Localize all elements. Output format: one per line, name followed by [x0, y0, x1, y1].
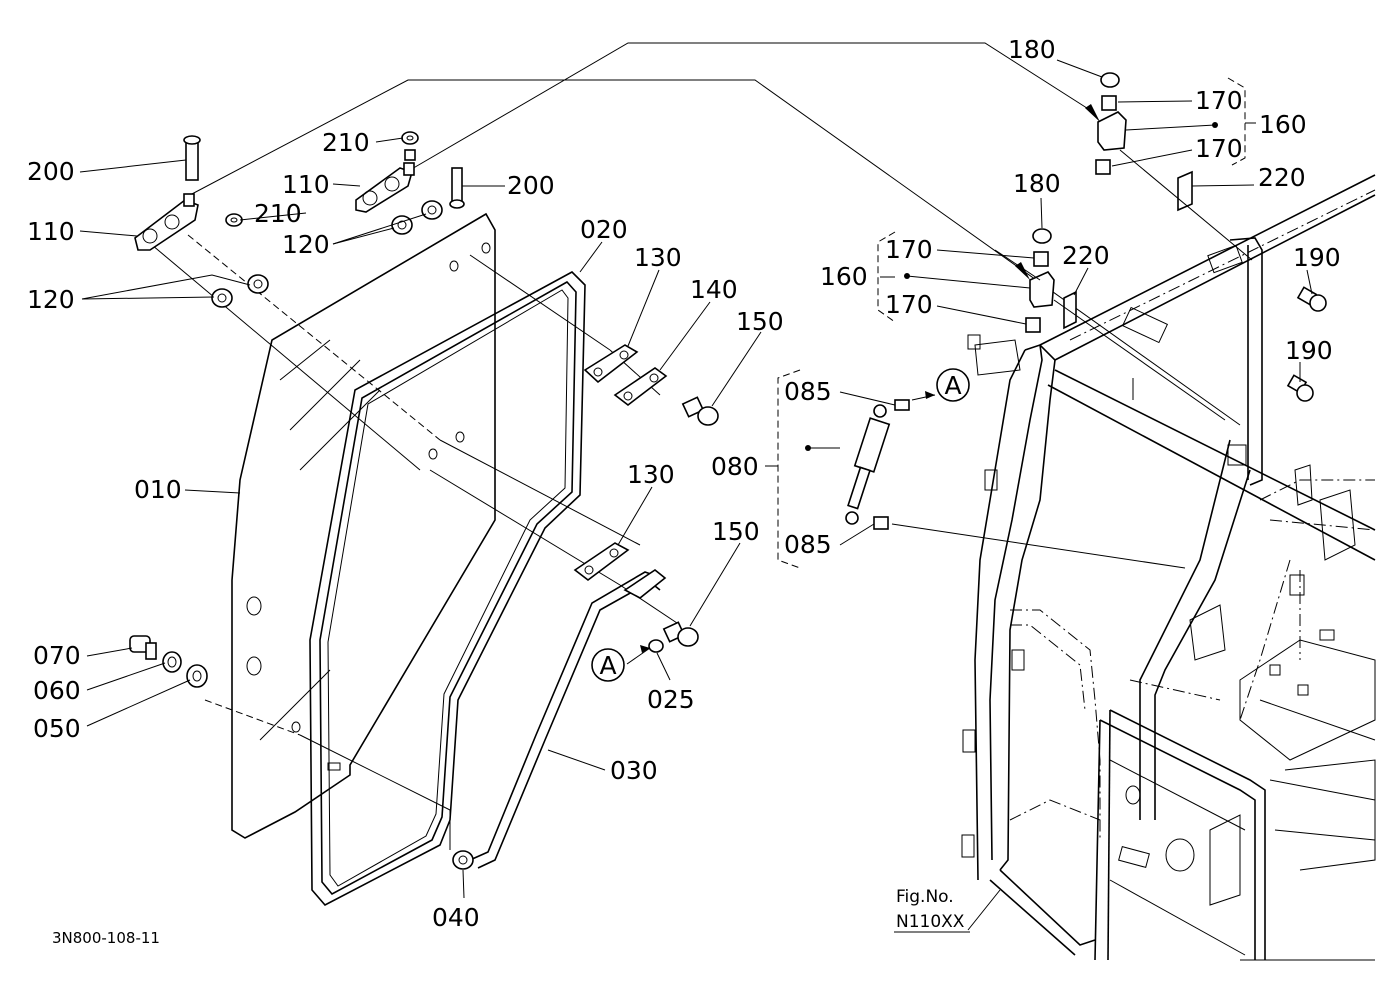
hinge-bracket-160-upper	[1095, 72, 1246, 175]
callout-210-left: 210	[254, 199, 302, 228]
callout-080: 080	[711, 452, 759, 481]
plate-220	[1063, 170, 1193, 330]
assembly-dots	[805, 122, 1218, 451]
callout-180-lower: 180	[1013, 169, 1061, 198]
callout-070: 070	[33, 641, 81, 670]
plate-130-lower	[573, 542, 630, 582]
hinge-right	[355, 162, 415, 213]
pin-right	[449, 167, 465, 209]
callout-190-upper: 190	[1293, 243, 1341, 272]
bolt-150-upper	[681, 396, 719, 426]
callout-030: 030	[610, 756, 658, 785]
plate-130-upper	[583, 344, 639, 384]
callout-170-a: 170	[1195, 86, 1243, 115]
callout-210-right: 210	[322, 128, 370, 157]
bushing-050	[186, 664, 208, 688]
ref-circle-a-bottom: A	[591, 648, 625, 682]
cab-frame	[961, 174, 1376, 961]
callout-190-lower: 190	[1285, 336, 1333, 365]
ref-circle-a-top: A	[936, 368, 970, 402]
callout-140: 140	[690, 275, 738, 304]
nut-right	[401, 131, 419, 161]
callout-150-upper: 150	[736, 307, 784, 336]
callout-120-right: 120	[282, 230, 330, 259]
figure-caption: Fig.No.	[896, 887, 954, 907]
callout-160-upper: 160	[1259, 110, 1307, 139]
gas-strut-080	[777, 369, 910, 569]
callout-170-c: 170	[885, 235, 933, 264]
callout-040: 040	[432, 903, 480, 932]
figure-number-block: Fig.No. N110XX	[894, 887, 970, 933]
hinge-bracket-160-lower	[877, 228, 1055, 333]
callout-025: 025	[647, 685, 695, 714]
callout-130-lower: 130	[627, 460, 675, 489]
figure-number: N110XX	[896, 912, 965, 932]
washer-025	[648, 639, 664, 653]
callout-010: 010	[134, 475, 182, 504]
callout-085-upper: 085	[784, 377, 832, 406]
callout-170-b: 170	[1195, 134, 1243, 163]
callout-050: 050	[33, 714, 81, 743]
callout-labels: 200 110 120 210 210 110 120 200 020 130 …	[27, 35, 1341, 932]
callout-020: 020	[580, 215, 628, 244]
callout-060: 060	[33, 676, 81, 705]
door-glass-panel	[231, 212, 496, 839]
nut-left	[225, 213, 243, 227]
reference-lines	[189, 42, 1241, 426]
callout-110-right: 110	[282, 170, 330, 199]
callout-150-lower: 150	[712, 517, 760, 546]
callout-120-left: 120	[27, 285, 75, 314]
callout-220-upper: 220	[1258, 163, 1306, 192]
callout-160-lower: 160	[820, 262, 868, 291]
washer-040	[452, 850, 474, 870]
pin-left	[183, 135, 201, 181]
callout-085-lower: 085	[784, 530, 832, 559]
bolt-150-lower	[662, 621, 699, 647]
ring-060	[162, 651, 182, 673]
drawing-code: 3N800-108-11	[52, 929, 160, 947]
door-handle-rod	[469, 569, 667, 869]
callout-180-upper: 180	[1008, 35, 1056, 64]
ref-a-label-bottom: A	[599, 651, 616, 680]
arrow-heads	[640, 104, 1100, 653]
callout-200-right: 200	[507, 171, 555, 200]
bolts-190	[1286, 286, 1327, 402]
hinge-left	[134, 193, 199, 251]
ref-a-label-top: A	[944, 371, 961, 400]
door-seal-frame	[309, 271, 586, 907]
callout-110-left: 110	[27, 217, 75, 246]
leader-lines	[79, 59, 1313, 931]
callout-200-left: 200	[27, 157, 75, 186]
callout-130-upper: 130	[634, 243, 682, 272]
callout-170-d: 170	[885, 290, 933, 319]
knob-070	[129, 635, 157, 660]
plate-140	[613, 367, 668, 407]
callout-220-lower: 220	[1062, 241, 1110, 270]
